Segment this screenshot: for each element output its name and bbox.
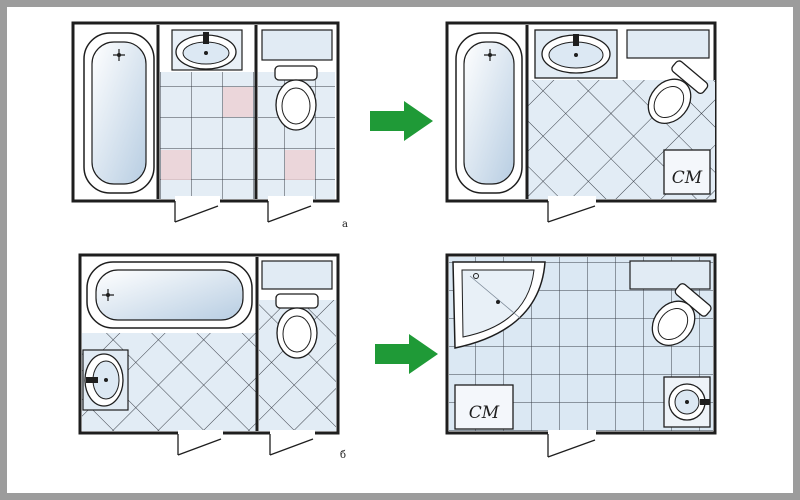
toilet — [647, 60, 709, 125]
plan-top-before: а — [71, 21, 348, 230]
arrow-right-icon — [375, 334, 438, 374]
pink-tiles — [161, 87, 315, 180]
plan-top-after: СМ — [445, 21, 717, 223]
plan-bottom-after: СМ — [445, 253, 717, 458]
bathtub — [86, 261, 253, 329]
shelf — [261, 260, 333, 290]
arrow-right-icon — [370, 101, 433, 141]
shelf — [626, 29, 710, 59]
toilet — [274, 65, 318, 131]
bathtub — [83, 32, 155, 194]
door-swing — [174, 196, 220, 223]
sink — [82, 349, 129, 411]
plan-bottom-before: б — [78, 253, 346, 461]
washer-label: СМ — [469, 403, 500, 423]
washing-machine: СМ — [454, 384, 514, 430]
washer-label: СМ — [672, 168, 703, 188]
door-swing — [267, 196, 313, 223]
toilet — [275, 293, 319, 359]
toilet — [651, 283, 712, 347]
corner-shower — [452, 261, 546, 349]
shelf — [629, 260, 711, 290]
sink — [534, 29, 618, 79]
sink — [663, 376, 711, 428]
sink — [171, 29, 243, 71]
caption-b: б — [340, 450, 346, 461]
caption-a: а — [342, 219, 348, 230]
shelf — [261, 29, 333, 61]
door-swing — [269, 430, 315, 456]
washing-machine: СМ — [663, 149, 711, 195]
door-swing — [177, 430, 223, 456]
door-swing — [547, 430, 596, 458]
door-swing — [547, 196, 596, 223]
floor-plan-diagram: а СМ — [71, 21, 717, 461]
frame: а СМ — [7, 7, 793, 493]
bathtub — [455, 32, 523, 194]
